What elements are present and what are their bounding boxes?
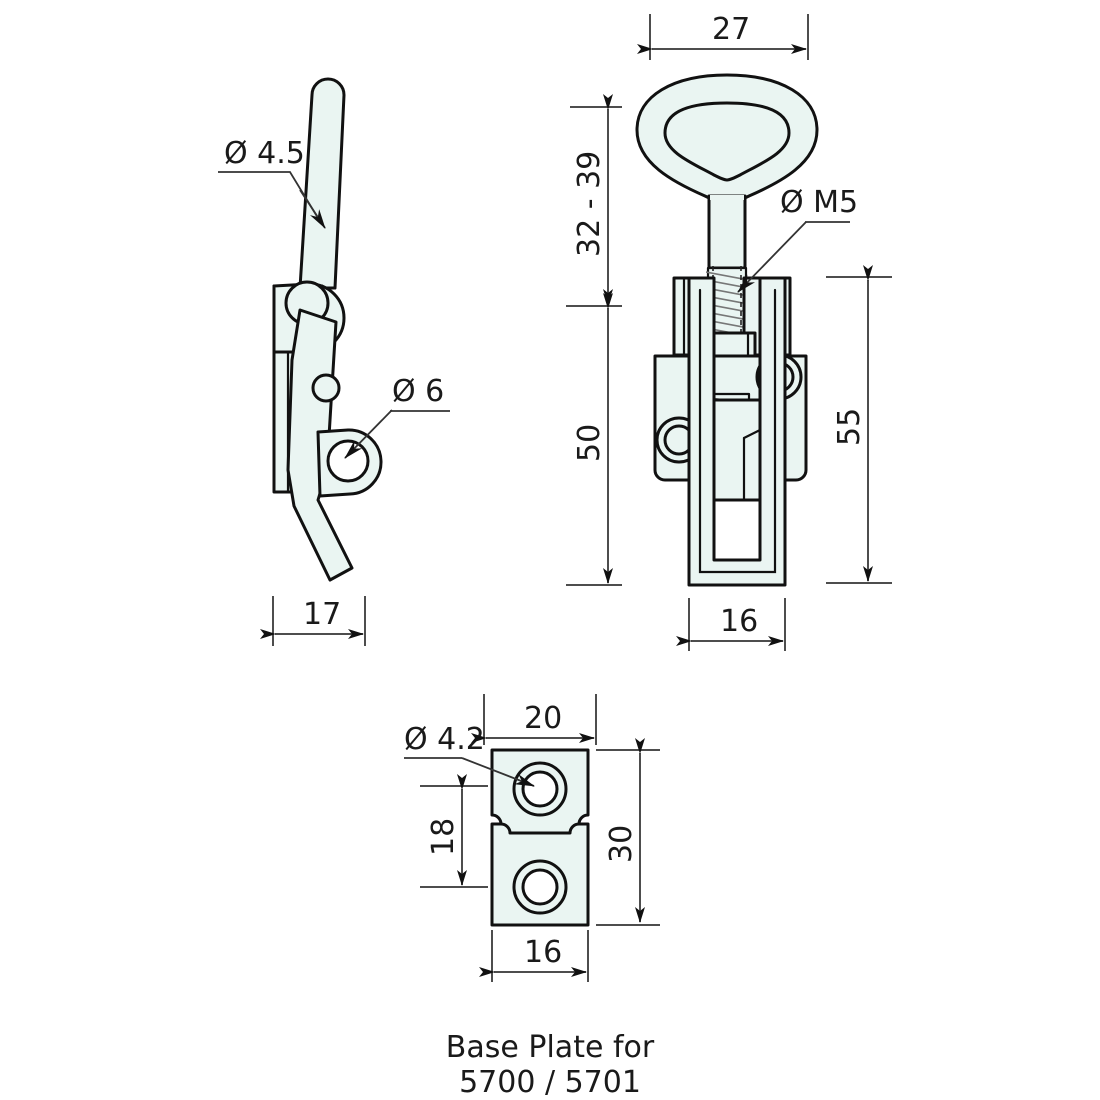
side-lever-small-hole	[311, 373, 341, 403]
dia-4-2-leader-arrow	[461, 757, 535, 787]
dim-16-front: 16	[720, 604, 758, 639]
dim-55: 55	[832, 408, 867, 446]
dim-18: 18	[426, 818, 461, 856]
dim-17: 17	[303, 597, 341, 632]
caption-line-1: Base Plate for	[446, 1030, 655, 1065]
front-draw-bar-inner	[698, 288, 777, 574]
caption-group: Base Plate for 5700 / 5701	[446, 1030, 655, 1100]
side-view-group: Ø 4.5 Ø 6 17	[218, 77, 450, 646]
dim-27: 27	[712, 12, 750, 47]
base-plate-group: Ø 4.2 20 18 30 16	[404, 694, 660, 982]
dim-50: 50	[572, 424, 607, 462]
front-hook-fold-b	[742, 428, 762, 440]
dim-dia-4-5: Ø 4.5	[224, 136, 305, 171]
dim-32-39: 32 - 39	[572, 151, 607, 257]
front-handle-inner-void	[663, 101, 791, 182]
dim-thread-m5: Ø M5	[780, 185, 858, 220]
front-handle-shank	[707, 194, 747, 270]
dim-20: 20	[524, 701, 562, 736]
dia-4-5-leader-arrow	[299, 189, 326, 229]
front-view-group: Ø M5 27 32 - 39 50 55 16	[566, 12, 892, 651]
dim-dia-6: Ø 6	[392, 374, 444, 409]
front-draw-bar	[687, 276, 787, 587]
dim-16-base: 16	[524, 935, 562, 970]
dia-6-leader-arrow	[344, 409, 393, 459]
base-upper-hole-inner	[521, 770, 559, 808]
base-lower-hole-inner	[521, 868, 559, 906]
side-handle-arm	[298, 77, 346, 290]
front-shank-fill	[710, 195, 744, 200]
dim-30: 30	[604, 825, 639, 863]
side-dia6-hole	[326, 439, 370, 483]
caption-line-2: 5700 / 5701	[459, 1065, 641, 1100]
thread-m5-leader-arrow	[737, 221, 807, 293]
dim-dia-4-2: Ø 4.2	[404, 722, 485, 757]
front-screw-upper-threads	[706, 271, 748, 337]
